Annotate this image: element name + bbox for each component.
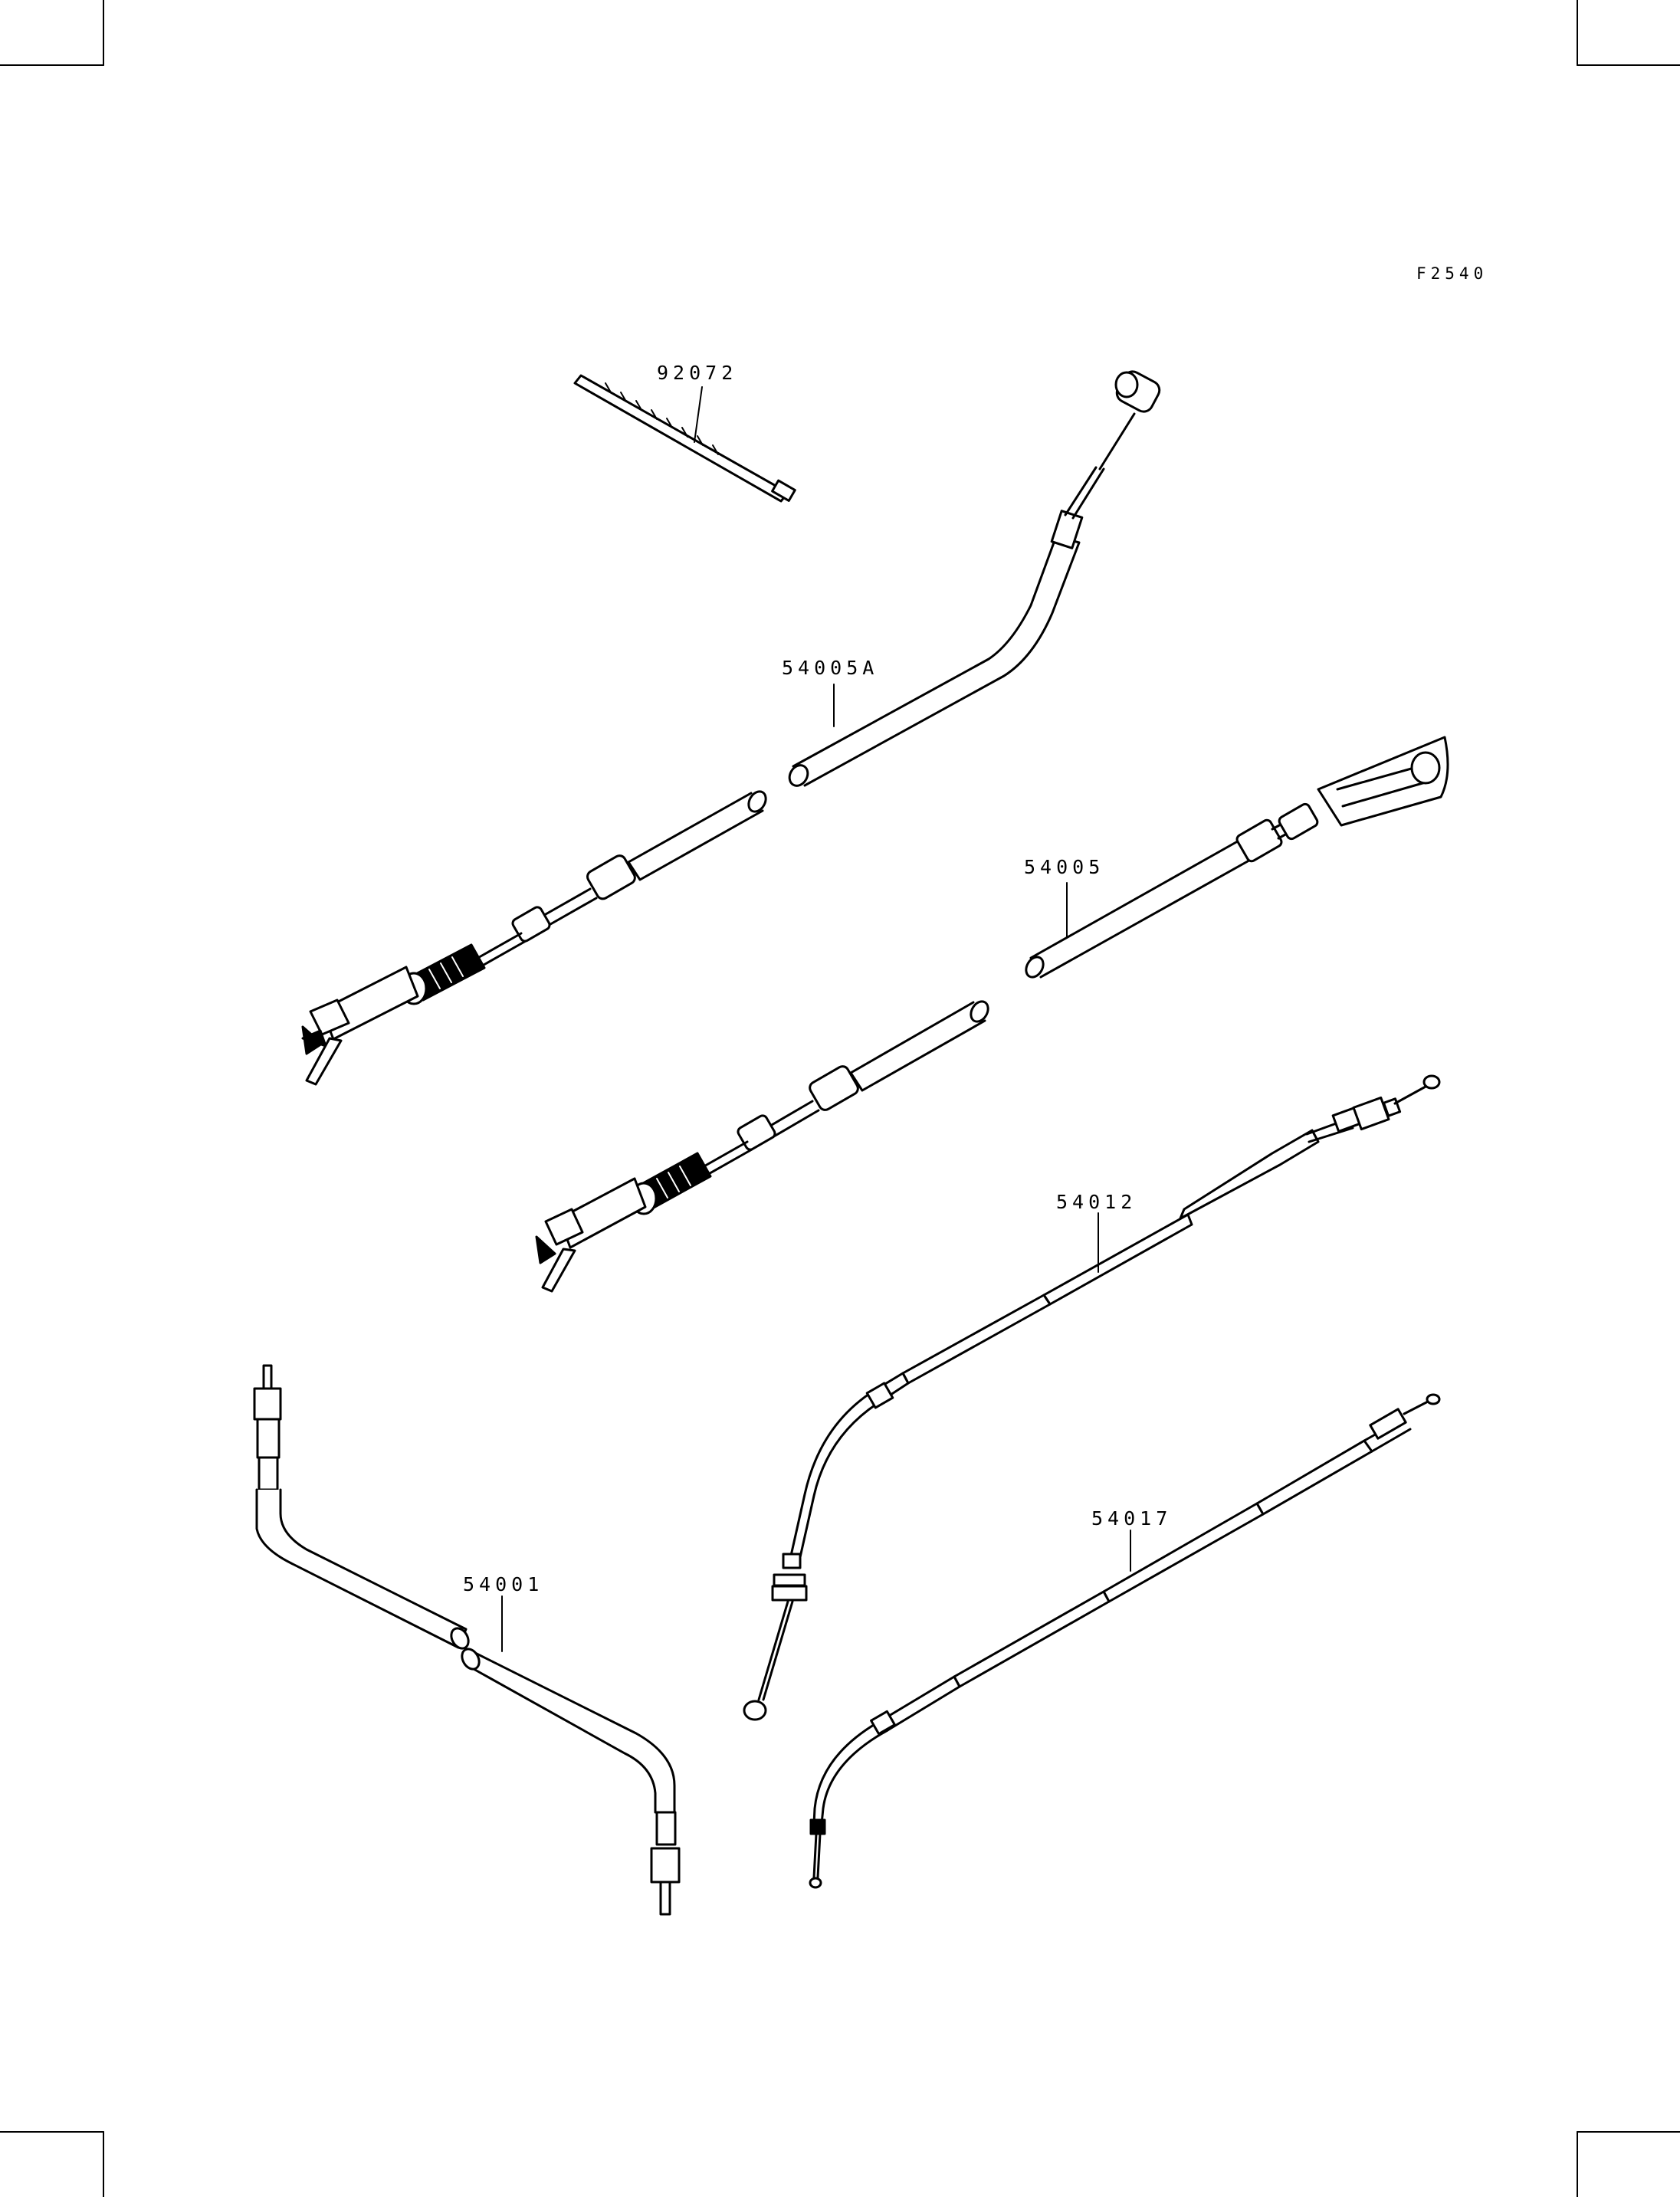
part-label-54012: 54012 [1056, 1191, 1137, 1213]
part-label-92072: 92072 [657, 362, 737, 384]
brake-cable-a-drawing [788, 370, 1161, 787]
speedometer-cable-drawing [253, 1364, 681, 1916]
throttle-cable-drawing [743, 1074, 1441, 1721]
brake-cable-adjuster-drawing [535, 1000, 989, 1293]
part-label-54005: 54005 [1024, 856, 1104, 878]
cable-tie-drawing [573, 374, 796, 503]
cable-tie-leader [694, 386, 703, 443]
part-label-54017: 54017 [1091, 1507, 1172, 1530]
clutch-cable-drawing [809, 1393, 1441, 1889]
part-label-54001: 54001 [463, 1573, 543, 1595]
figure-code: F2540 [1416, 264, 1488, 283]
brake-cable-drawing [1025, 736, 1449, 979]
brake-cable-a-adjuster-drawing [301, 790, 767, 1086]
part-label-54005A: 54005A [782, 657, 878, 679]
